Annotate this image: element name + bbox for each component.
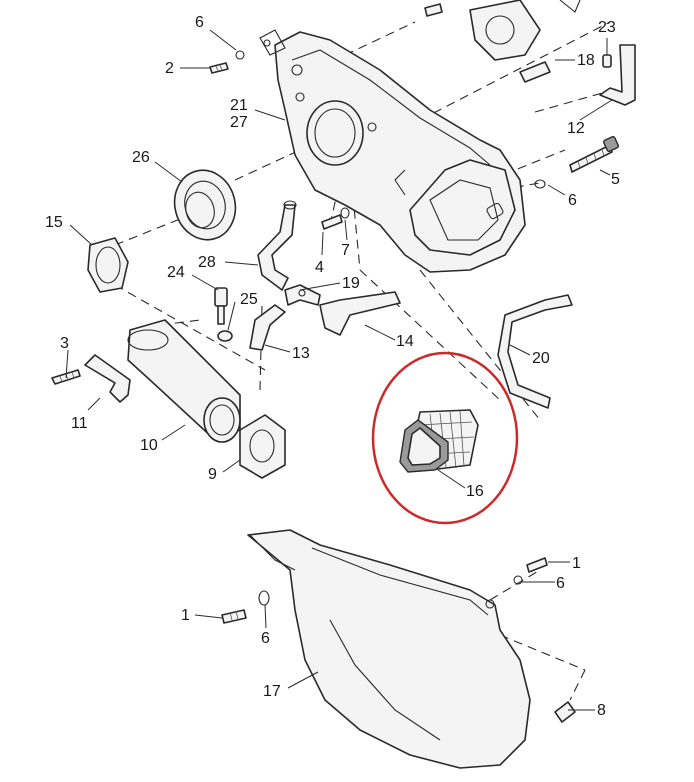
connector-19 (284, 284, 321, 306)
callout-25: 25 (240, 291, 258, 308)
callout-13: 13 (292, 345, 310, 362)
callout-7: 7 (341, 242, 350, 259)
callout-5: 5 (611, 171, 620, 188)
callout-3: 3 (60, 335, 69, 352)
callout-15: 15 (45, 214, 63, 231)
callout-23: 23 (598, 19, 616, 36)
callout-9: 9 (208, 466, 217, 483)
callout-17: 17 (263, 683, 281, 700)
hose-28 (257, 200, 297, 291)
callout-2: 2 (165, 60, 174, 77)
callout-12: 12 (567, 120, 585, 137)
bolt-5 (534, 135, 620, 189)
callout-1-left: 1 (181, 607, 190, 624)
callout-6-right: 6 (568, 192, 577, 209)
gasket-15 (87, 237, 129, 293)
flange-9 (239, 414, 286, 479)
callout-26: 26 (132, 149, 150, 166)
callout-16: 16 (466, 483, 484, 500)
pipe-20 (497, 294, 573, 409)
side-cover-17 (247, 529, 531, 769)
callout-28: 28 (198, 254, 216, 271)
assembly-dash-lines (114, 21, 621, 701)
small-parts-mid (214, 207, 350, 342)
callout-1-right: 1 (572, 555, 581, 572)
airbox-housing (259, 29, 526, 273)
hose-13 (249, 304, 286, 351)
callout-10: 10 (140, 437, 158, 454)
hose-14 (319, 291, 401, 336)
highlight-circle (371, 351, 519, 525)
leader-lines (65, 29, 613, 711)
top-right-bracket (469, 0, 636, 106)
callout-27: 27 (230, 114, 248, 131)
callout-21: 21 (230, 97, 248, 114)
callout-6-lower-right: 6 (556, 575, 565, 592)
air-filter-16 (399, 409, 479, 473)
small-fasteners-top (209, 3, 612, 83)
callout-4: 4 (315, 259, 324, 276)
callout-labels: 6 2 21 27 23 18 12 5 6 26 15 4 7 28 24 2… (45, 14, 620, 719)
callout-11: 11 (71, 415, 88, 432)
small-fasteners-lower (221, 557, 576, 723)
callout-14: 14 (396, 333, 414, 350)
callout-6-top: 6 (195, 14, 204, 31)
callout-20: 20 (532, 350, 550, 367)
air-duct-10 (51, 319, 241, 443)
callout-24: 24 (167, 264, 185, 281)
seal-ring-26 (173, 169, 237, 241)
callout-18: 18 (577, 52, 595, 69)
callout-6-lower-left: 6 (261, 630, 270, 647)
callout-8: 8 (597, 702, 606, 719)
callout-19: 19 (342, 275, 360, 292)
